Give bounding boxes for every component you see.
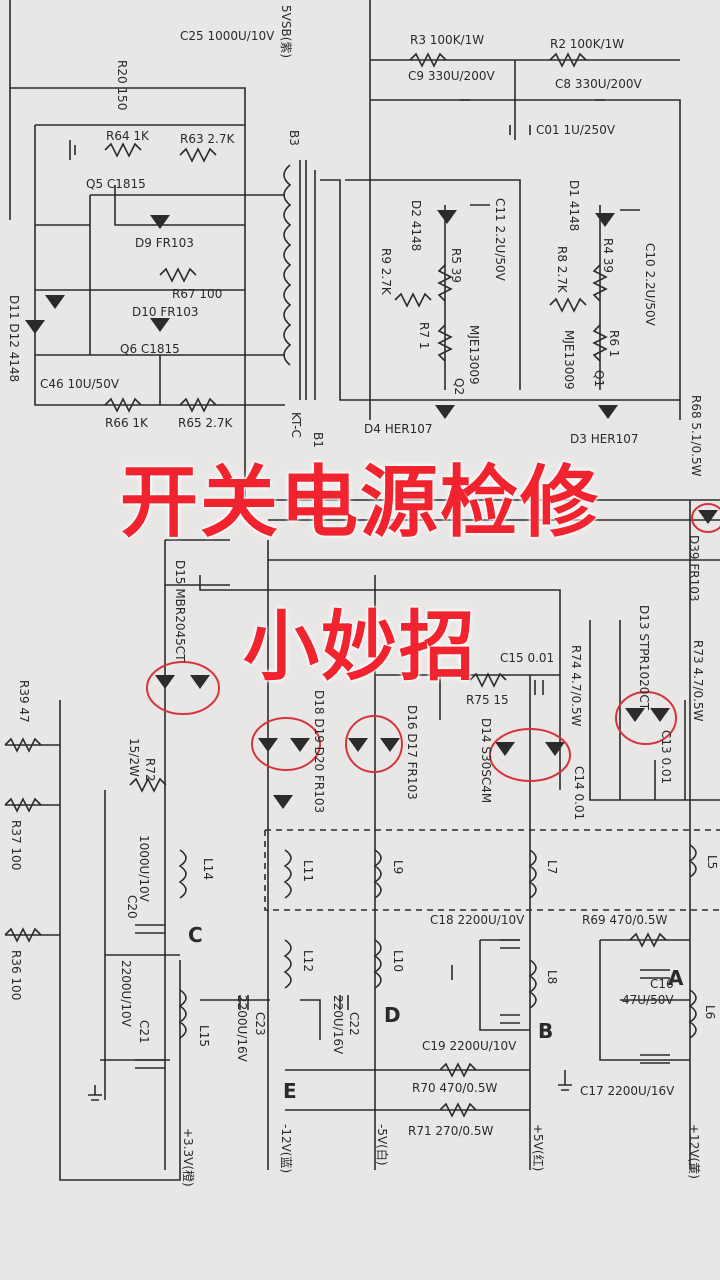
label-r69: R69 470/0.5W xyxy=(582,913,667,927)
label-rail-a: A xyxy=(668,966,684,990)
label-rail-e: E xyxy=(283,1079,297,1103)
label-d10: D10 FR103 xyxy=(132,305,198,319)
label-d11-d12: D11 D12 4148 xyxy=(7,295,21,382)
label-r7: R7 1 xyxy=(417,322,431,349)
label-d39: D39 FR103 xyxy=(687,535,701,601)
label-r36: R36 100 xyxy=(9,950,23,1000)
label-q2: Q2 xyxy=(452,378,466,395)
label-r74: R74 4.7/0.5W xyxy=(569,645,583,727)
label-c11: C11 2.2U/50V xyxy=(493,198,507,282)
label-r66: R66 1K xyxy=(105,416,149,430)
label-mje13009-q2: MJE13009 xyxy=(467,325,481,385)
label-r20: R20 150 xyxy=(115,60,129,110)
label-r39: R39 47 xyxy=(17,680,31,723)
label-d9: D9 FR103 xyxy=(135,236,194,250)
label-r8: R8 2.7K xyxy=(555,246,569,294)
label-5vsb: 5VSB(紫) xyxy=(279,5,293,58)
label-r71: R71 270/0.5W xyxy=(408,1124,493,1138)
label-c21-value: 2200U/10V xyxy=(119,960,133,1028)
label-c9: C9 330U/200V xyxy=(408,69,495,83)
label-r64: R64 1K xyxy=(106,129,150,143)
components xyxy=(4,52,718,1118)
label-r72-value: 15/2W xyxy=(127,738,141,777)
label-b1: B1 xyxy=(311,432,325,448)
output-3v3: +3.3V(橙) xyxy=(181,1128,196,1187)
label-d3: D3 HER107 xyxy=(570,432,639,446)
label-d15: D15 MBR2045CT xyxy=(173,560,187,662)
label-l15: L15 xyxy=(197,1025,211,1047)
label-c23: C23 xyxy=(253,1012,267,1036)
label-rail-b: B xyxy=(538,1019,553,1043)
label-rail-c: C xyxy=(188,923,203,947)
label-c22-value: 220U/16V xyxy=(331,995,345,1055)
label-d13: D13 STPR1020CT xyxy=(637,605,651,711)
headline-line-1: 开关电源检修 xyxy=(119,458,600,548)
label-r72: R72 xyxy=(143,758,157,782)
label-d14: D14 S30SC4M xyxy=(479,718,493,803)
label-q1: Q1 xyxy=(592,370,606,387)
label-r3: R3 100K/1W xyxy=(410,33,484,47)
label-c01: C01 1U/250V xyxy=(536,123,616,137)
label-l9: L9 xyxy=(391,860,405,874)
label-c15: C15 0.01 xyxy=(500,651,554,665)
label-q6: Q6 C1815 xyxy=(120,342,180,356)
label-r5: R5 39 xyxy=(449,248,463,283)
label-r4: R4 39 xyxy=(601,238,615,273)
label-c20-value: 1000U/10V xyxy=(137,835,151,903)
label-l10: L10 xyxy=(391,950,405,972)
label-r68: R68 5.1/0.5W xyxy=(689,395,703,477)
label-c18: C18 2200U/10V xyxy=(430,913,525,927)
label-l12: L12 xyxy=(301,950,315,972)
label-c17: C17 2200U/16V xyxy=(580,1084,675,1098)
label-c10: C10 2.2U/50V xyxy=(643,243,657,327)
label-l14: L14 xyxy=(201,858,215,880)
label-c22: C22 xyxy=(347,1012,361,1036)
label-c23-value: 2200U/16V xyxy=(235,995,249,1063)
component-labels: R20 150 C25 1000U/10V 5VSB(紫) R3 100K/1W… xyxy=(7,5,719,1187)
label-rail-d: D xyxy=(384,1003,401,1027)
label-b3: B3 xyxy=(287,130,301,146)
label-r70: R70 470/0.5W xyxy=(412,1081,497,1095)
headline-line-2: 小妙招 xyxy=(243,602,477,691)
label-r9: R9 2.7K xyxy=(379,248,393,296)
label-l8: L8 xyxy=(545,970,559,984)
label-l11: L11 xyxy=(301,860,315,882)
label-c21: C21 xyxy=(137,1020,151,1044)
label-c16: C16 xyxy=(650,977,674,991)
label-c46: C46 10U/50V xyxy=(40,377,120,391)
label-l7: L7 xyxy=(545,860,559,874)
label-l6: L6 xyxy=(703,1005,717,1019)
label-d1: D1 4148 xyxy=(567,180,581,231)
label-r63: R63 2.7K xyxy=(180,132,236,146)
label-d16-d17: D16 D17 FR103 xyxy=(405,705,419,800)
label-d2: D2 4148 xyxy=(409,200,423,251)
label-r6: R6 1 xyxy=(607,330,621,357)
label-r75: R75 15 xyxy=(466,693,509,707)
label-r37: R37 100 xyxy=(9,820,23,870)
output-plus-12v: +12V(黄) xyxy=(687,1124,701,1179)
label-q5: Q5 C1815 xyxy=(86,177,146,191)
label-r2: R2 100K/1W xyxy=(550,37,624,51)
label-mje13009-q1: MJE13009 xyxy=(562,330,576,390)
marker-circles xyxy=(146,503,720,782)
label-c13: C13 0.01 xyxy=(659,730,673,784)
output-minus-12v: -12V(蓝) xyxy=(279,1124,293,1173)
label-r73: R73 4.7/0.5W xyxy=(691,640,705,722)
label-c20: C20 xyxy=(125,895,139,919)
label-r67: R67 100 xyxy=(172,287,222,301)
output-plus-5v: +5V(红) xyxy=(531,1124,546,1171)
label-d4: D4 HER107 xyxy=(364,422,433,436)
label-l5: L5 xyxy=(705,855,719,869)
label-r65: R65 2.7K xyxy=(178,416,234,430)
label-d18-d20: D18 D19 D20 FR103 xyxy=(312,690,326,813)
label-c14: C14 0.01 xyxy=(572,766,586,820)
output-minus-5v: -5V(白) xyxy=(375,1124,390,1166)
label-c8: C8 330U/200V xyxy=(555,77,642,91)
label-kt: KT-C xyxy=(289,412,303,438)
label-c16-value: 47U/50V xyxy=(622,993,674,1007)
label-c19: C19 2200U/10V xyxy=(422,1039,517,1053)
label-c25: C25 1000U/10V xyxy=(180,29,275,43)
